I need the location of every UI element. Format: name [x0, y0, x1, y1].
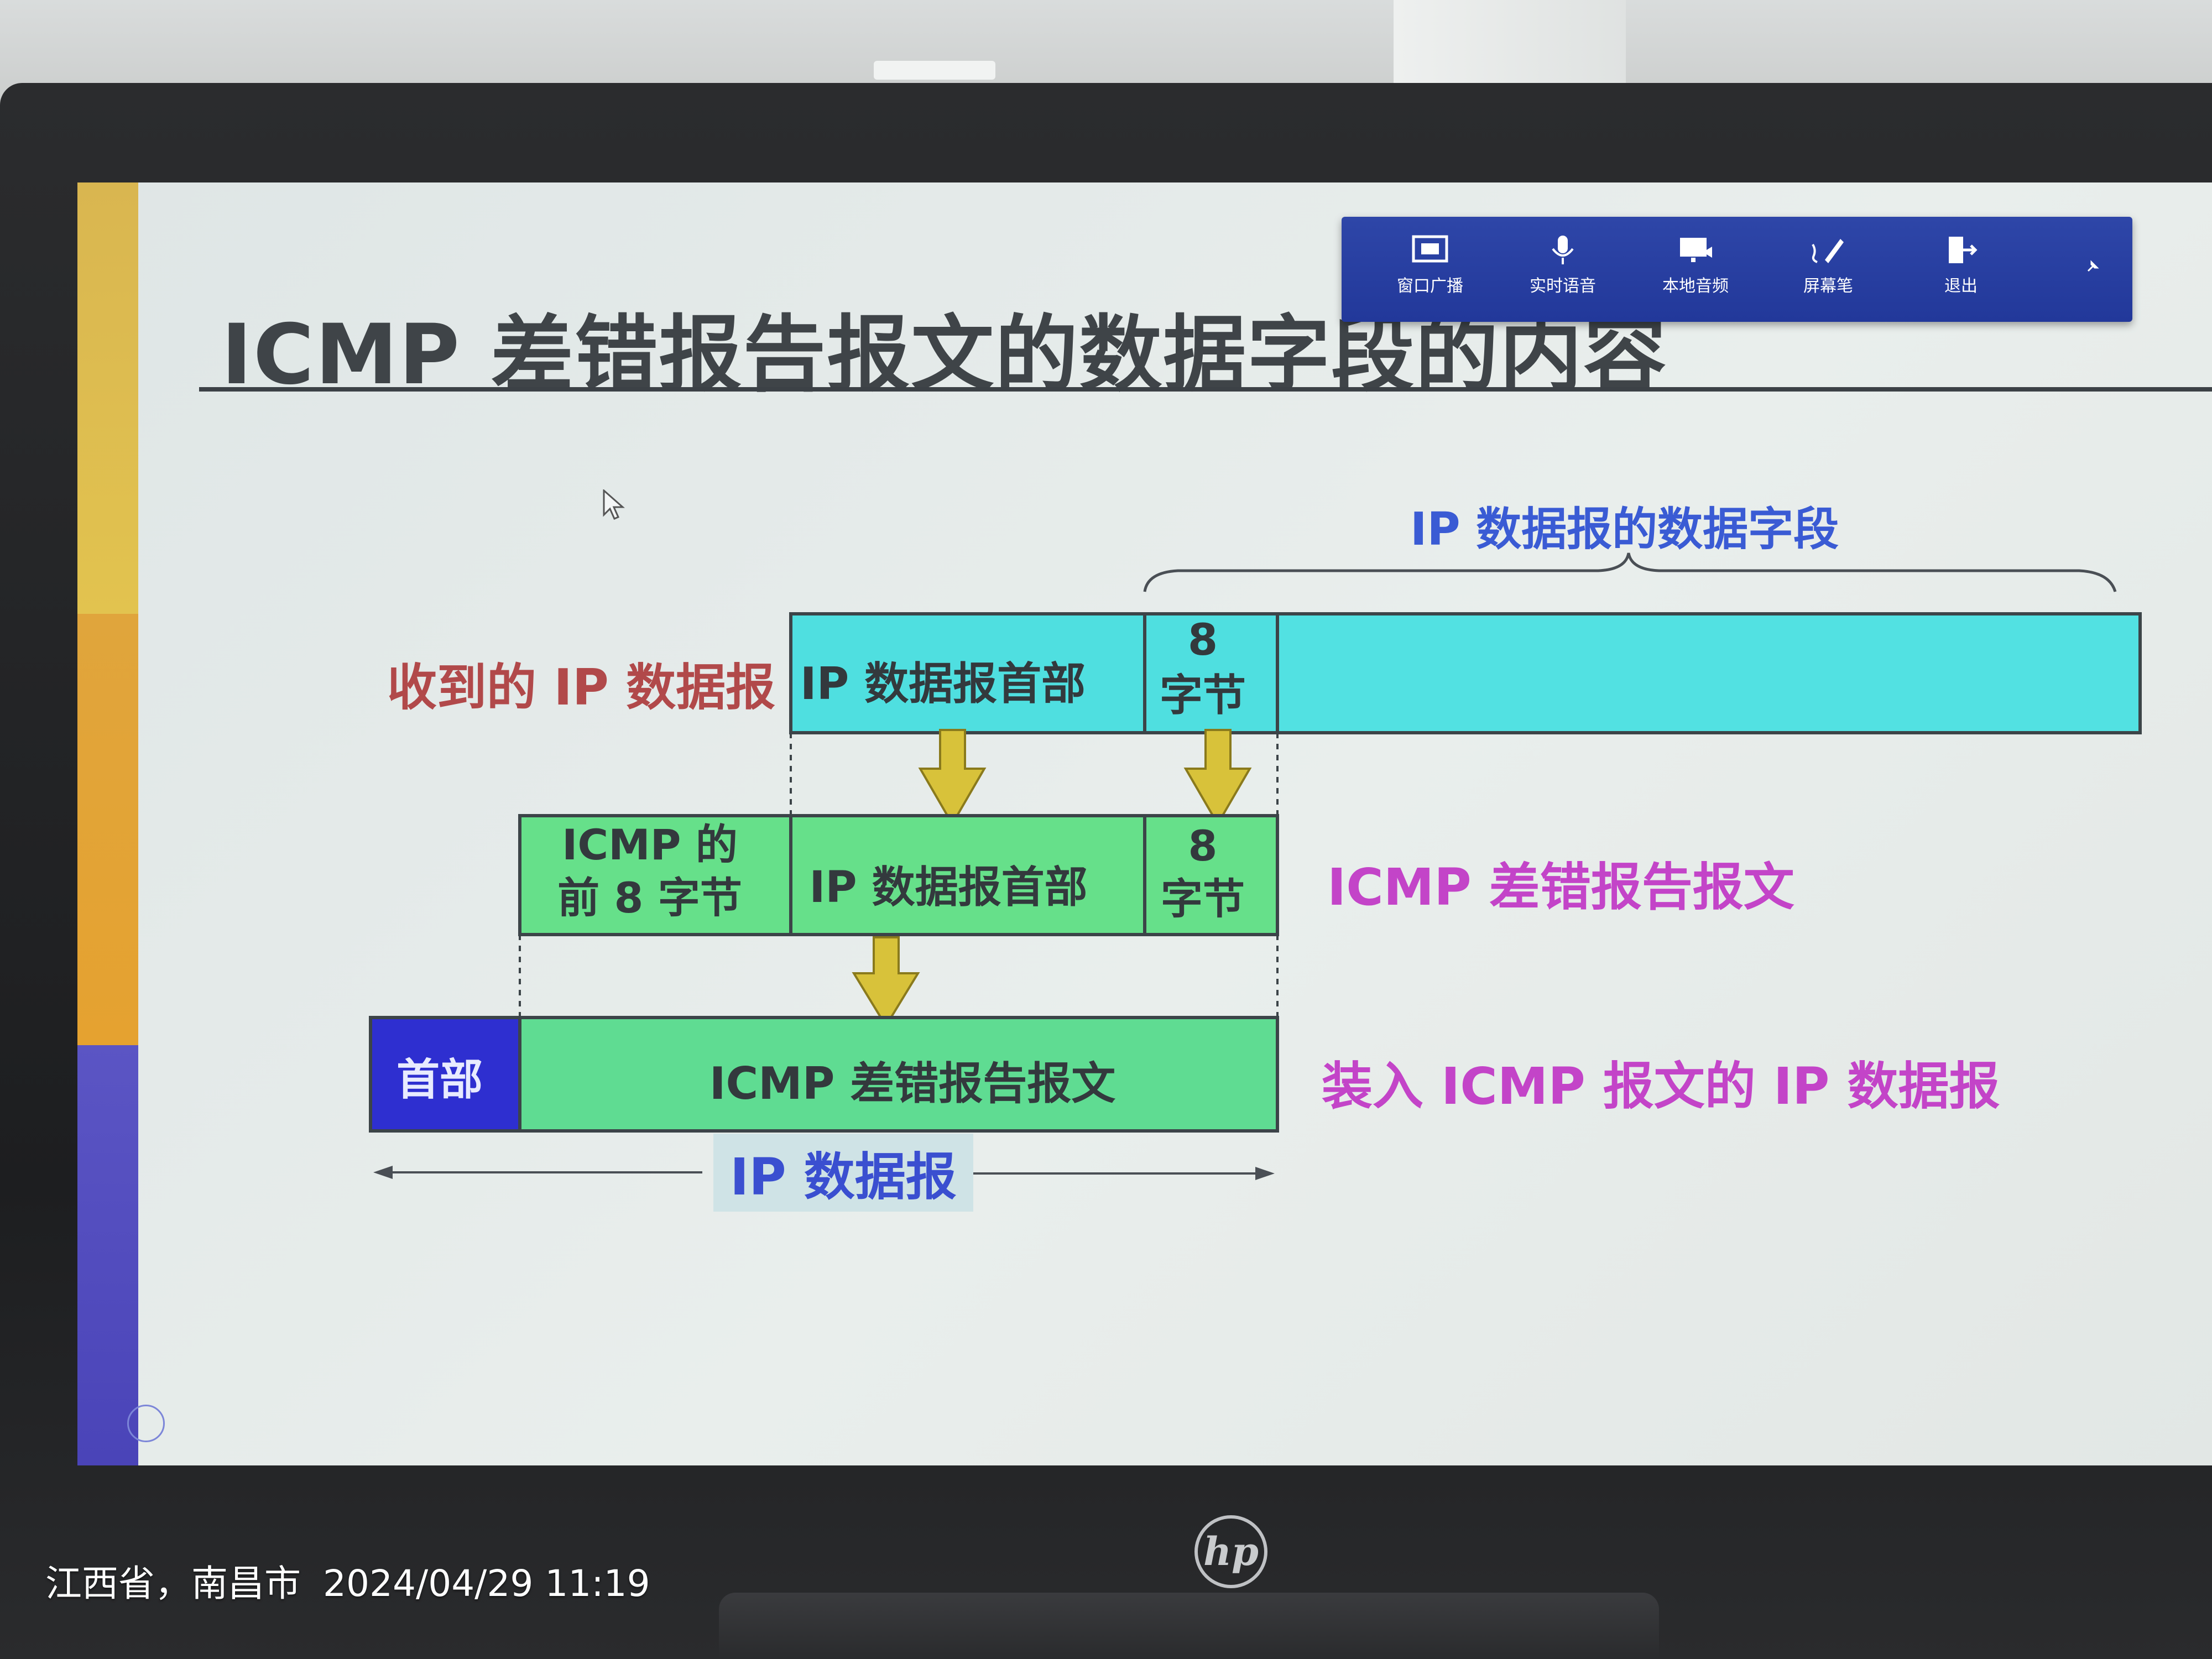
- icmp-first-8-bytes-text: ICMP 的 前 8 字节: [557, 820, 742, 922]
- arrow-down-icon: [918, 729, 987, 826]
- received-datagram-label: 收到的 IP 数据报: [387, 659, 776, 717]
- exit-button[interactable]: 退出: [1906, 233, 2016, 311]
- arrow-down-icon: [1183, 729, 1252, 826]
- icmp-error-body-text: ICMP 差错报告报文: [709, 1058, 1116, 1109]
- pin-icon[interactable]: [2086, 260, 2099, 273]
- diagram: [369, 552, 2142, 1180]
- title-underline: [199, 387, 2212, 392]
- microphone-icon: [1552, 236, 1574, 264]
- local-audio-button[interactable]: 本地音频: [1640, 233, 1751, 311]
- icmp-error-body-box: [518, 1016, 1279, 1133]
- arrow-down-icon: [852, 936, 920, 1028]
- header-text: 首部: [396, 1055, 483, 1105]
- screen-pen-button[interactable]: 屏幕笔: [1773, 233, 1884, 311]
- copied-8-bytes-box: [1143, 814, 1279, 936]
- monitor-stand: [719, 1593, 1659, 1659]
- hp-logo: hp: [1194, 1515, 1267, 1588]
- local-audio-icon: [1680, 238, 1712, 262]
- ip-header-box: [369, 1016, 521, 1133]
- data-field-brace: [1143, 552, 2117, 592]
- copied-8-bytes-text: 8 字节: [1161, 821, 1245, 924]
- received-ip-header-box: [789, 612, 1146, 734]
- copied-ip-header-box: [789, 814, 1146, 936]
- received-ip-header-text: IP 数据报首部: [800, 658, 1086, 709]
- received-rest-data-box: [1276, 612, 2142, 734]
- ip-data-field-label: IP 数据报的数据字段: [1410, 503, 1839, 556]
- icmp-error-message-label: ICMP 差错报告报文: [1327, 858, 1794, 917]
- pen-icon: [1812, 239, 1844, 263]
- live-voice-button[interactable]: 实时语音: [1507, 233, 1618, 311]
- broadcast-toolbar: 窗口广播 实时语音 本地音频 屏幕笔 退出: [1342, 217, 2132, 322]
- slide-color-strip: [77, 182, 138, 1465]
- icmp-first-8-bytes-box: [518, 814, 792, 936]
- window-broadcast-button[interactable]: 窗口广播: [1375, 233, 1485, 311]
- ceiling-light: [874, 61, 995, 80]
- exit-icon: [1949, 237, 1978, 263]
- received-8-bytes-text: 8 字节: [1159, 615, 1246, 721]
- mouse-cursor-icon: [603, 489, 625, 520]
- monitor-screen: ICMP 差错报告报文的数据字段的内容 收到的 IP 数据报 IP 数: [77, 182, 2212, 1465]
- copied-ip-header-text: IP 数据报首部: [809, 863, 1088, 912]
- packed-datagram-label: 装入 ICMP 报文的 IP 数据报: [1322, 1057, 2000, 1116]
- slide-nav-button[interactable]: [127, 1405, 165, 1442]
- ip-datagram-label: IP 数据报: [713, 1134, 973, 1212]
- window-light: [1394, 0, 1626, 83]
- received-8-bytes-box: [1143, 612, 1279, 734]
- window-broadcast-icon: [1412, 235, 1448, 263]
